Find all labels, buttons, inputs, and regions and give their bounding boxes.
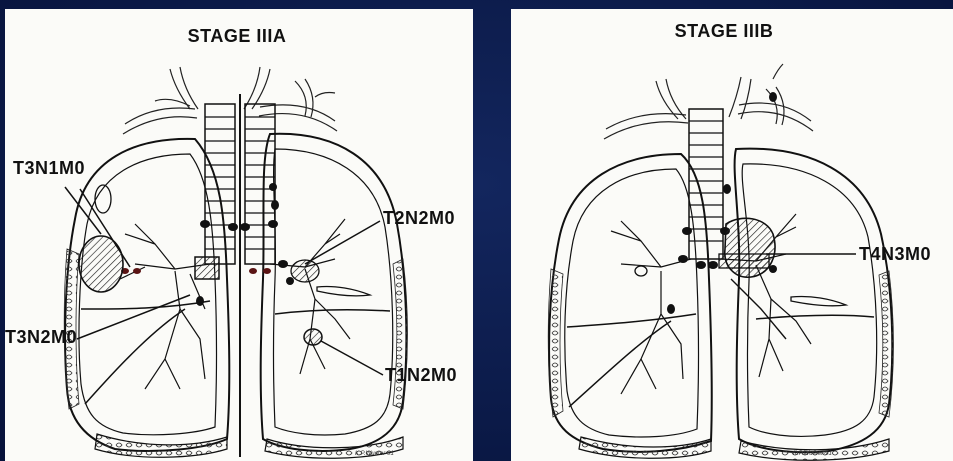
b-left-lung-inner bbox=[742, 164, 877, 437]
label-t3n2m0: T3N2M0 bbox=[5, 327, 77, 347]
left-pleura-edge bbox=[393, 259, 408, 409]
oblique-fissure bbox=[85, 309, 185, 404]
artist-signature-a: K.P.Wuerer-91 bbox=[355, 451, 394, 457]
b-mediastinal-nodes bbox=[667, 92, 777, 314]
label-t3n1m0: T3N1M0 bbox=[13, 158, 85, 178]
b-oblique-fissure bbox=[569, 321, 671, 407]
stage-iiib-title: STAGE IIIB bbox=[675, 21, 774, 41]
left-lung-inner bbox=[274, 149, 393, 435]
b-right-pleura-edge bbox=[548, 269, 563, 417]
label-t1n2m0: T1N2M0 bbox=[385, 365, 457, 385]
subcarinal-node-mass bbox=[195, 257, 219, 279]
stage-iiia-title: STAGE IIIA bbox=[188, 26, 287, 46]
stage-iiia-lung-diagram: STAGE IIIA bbox=[5, 9, 473, 461]
tumor-t1n2 bbox=[304, 329, 322, 345]
b-left-fissure bbox=[756, 315, 874, 319]
right-lung-inner bbox=[79, 154, 217, 435]
b-invasion-streak bbox=[731, 279, 786, 339]
b-left-vessel-groove bbox=[791, 296, 846, 305]
b-hilar-node bbox=[635, 266, 647, 276]
b-right-lung-outline bbox=[549, 154, 712, 452]
left-fissure bbox=[275, 310, 390, 314]
b-left-lung-outline bbox=[735, 149, 893, 453]
artist-signature-b: K.P.Wuerer-91 bbox=[793, 451, 832, 457]
trachea-left bbox=[205, 104, 235, 264]
b-left-pleura-edge bbox=[879, 271, 894, 417]
left-vessel-groove bbox=[317, 286, 370, 295]
left-lung-outline bbox=[261, 134, 407, 451]
stage-iiib-lung-diagram: STAGE IIIB bbox=[511, 9, 953, 461]
label-t2n2m0: T2N2M0 bbox=[383, 208, 455, 228]
neck-vessels-b bbox=[604, 64, 813, 139]
b-carinal-invasion bbox=[719, 254, 769, 268]
b-bronchial-tree-right bbox=[611, 221, 691, 394]
label-t4n3m0: T4N3M0 bbox=[859, 244, 931, 264]
stage-iiib-panel: STAGE IIIB bbox=[511, 9, 953, 461]
right-diaphragm-pleura bbox=[95, 434, 227, 457]
b-left-diaphragm-pleura bbox=[739, 439, 889, 460]
stage-iiia-panel: STAGE IIIA bbox=[5, 9, 473, 461]
horizontal-fissure bbox=[81, 301, 210, 309]
b-right-diaphragm-pleura bbox=[579, 437, 711, 458]
b-right-lung-inner bbox=[565, 169, 699, 437]
neck-vessels bbox=[123, 67, 337, 134]
b-horizontal-fissure bbox=[567, 314, 696, 327]
